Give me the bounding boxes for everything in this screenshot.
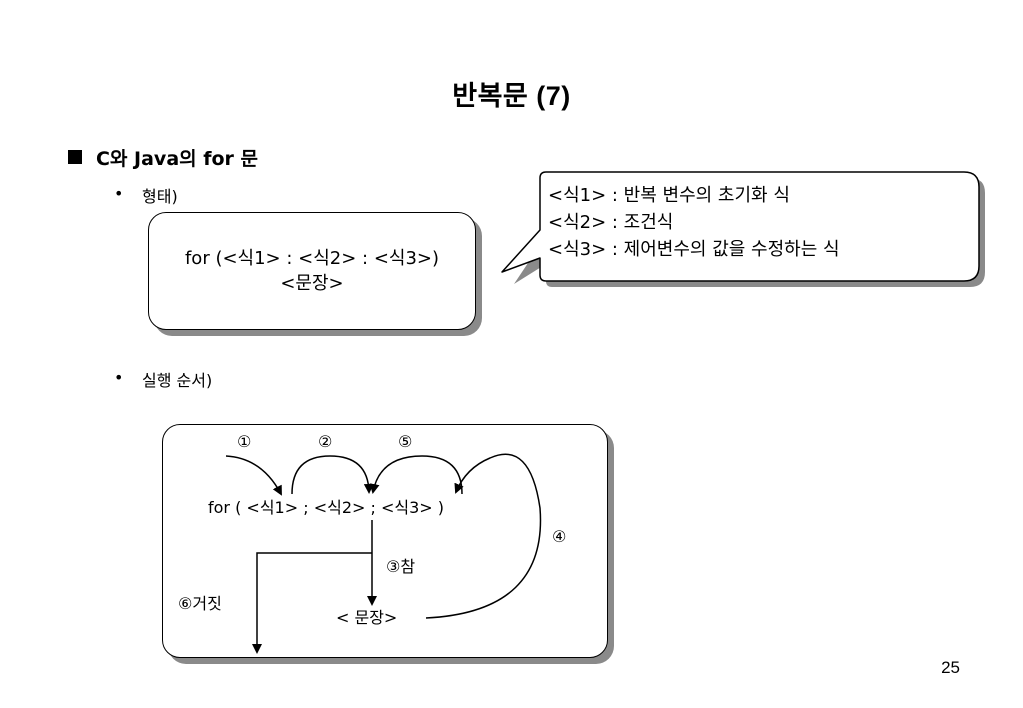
bullet-form-label: 형태) bbox=[142, 187, 178, 206]
callout-text: <식1> : 반복 변수의 초기화 식 <식2> : 조건식 <식3> : 제어… bbox=[548, 182, 840, 263]
arrow-step5 bbox=[369, 455, 463, 495]
label-step3-true: ③참 bbox=[386, 557, 415, 576]
arrow-step2 bbox=[291, 455, 374, 495]
bullet-order-label: 실행 순서) bbox=[142, 371, 213, 390]
arrow-step4 bbox=[425, 453, 542, 619]
label-step1: ① bbox=[237, 432, 251, 451]
syntax-box: for (<식1> : <식2> : <식3>) <문장> bbox=[148, 212, 476, 330]
slide-title: 반복문 (7) bbox=[452, 81, 571, 111]
label-step5: ⑤ bbox=[398, 432, 412, 451]
label-step4: ④ bbox=[552, 527, 566, 546]
syntax-line-for: for (<식1> : <식2> : <식3>) bbox=[184, 248, 440, 269]
arrow-step1 bbox=[225, 455, 282, 496]
square-bullet-icon bbox=[68, 150, 82, 164]
bullet-dot-icon: • bbox=[114, 184, 124, 203]
diagram-for-line: for ( <식1> ; <식2> ; <식3> ) bbox=[208, 498, 444, 517]
bullet-dot-icon: • bbox=[114, 368, 124, 387]
callout-line-expr2: <식2> : 조건식 bbox=[548, 212, 674, 233]
syntax-line-statement: <문장> bbox=[280, 273, 344, 294]
callout-bubble bbox=[501, 171, 980, 282]
callout-line-expr1: <식1> : 반복 변수의 초기화 식 bbox=[548, 185, 790, 206]
callout-line-expr3: <식3> : 제어변수의 값을 수정하는 식 bbox=[548, 239, 840, 260]
execution-order-box bbox=[162, 424, 608, 658]
label-step2: ② bbox=[318, 432, 332, 451]
section-heading: C와 Java의 for 문 bbox=[96, 148, 259, 170]
diagram-statement: < 문장> bbox=[336, 608, 397, 627]
arrow-step6-false bbox=[252, 552, 372, 654]
page-number: 25 bbox=[941, 658, 960, 677]
label-step6-false: ⑥거짓 bbox=[178, 594, 222, 613]
